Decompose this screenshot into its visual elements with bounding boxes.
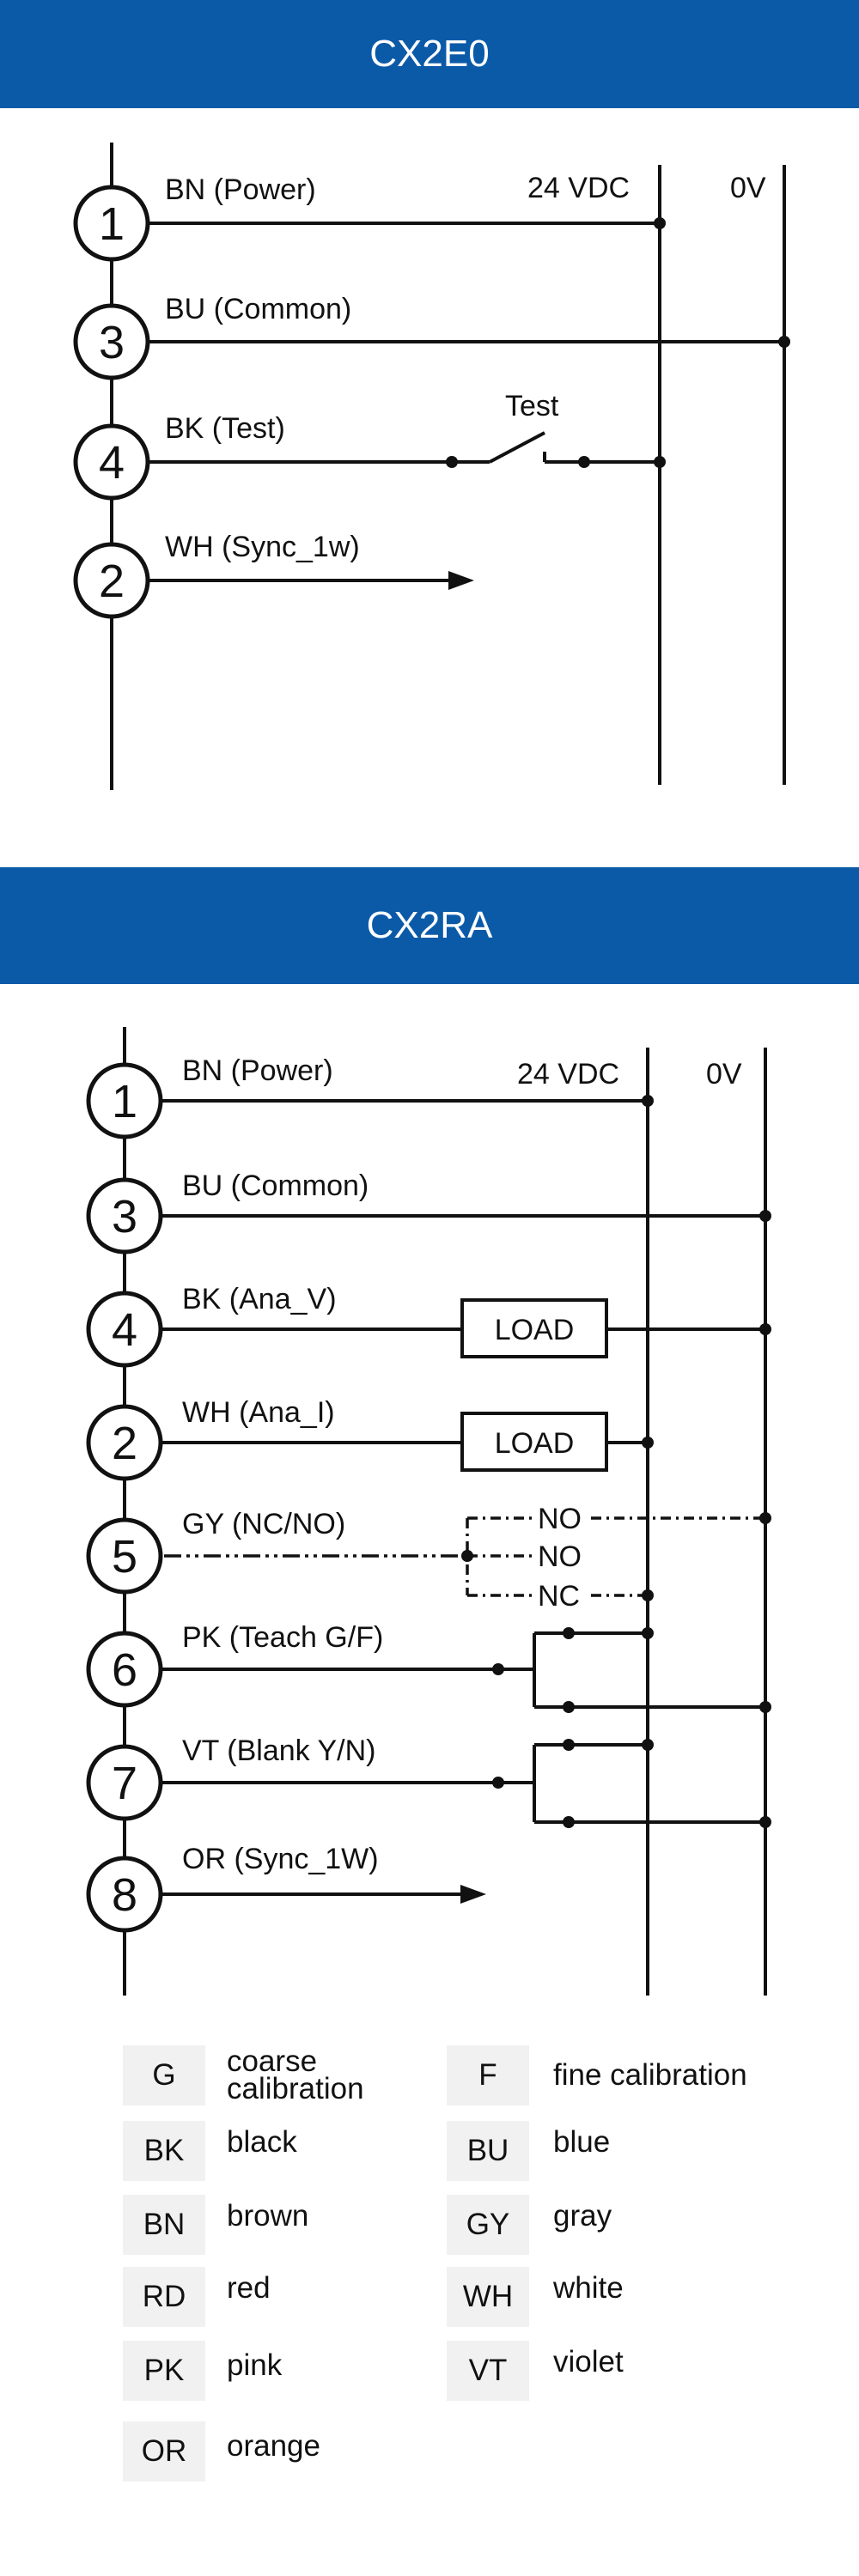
pin-3: 3 [86,1177,163,1255]
pin-6: 6 [86,1631,163,1708]
junction-dot [759,1512,771,1524]
legend-code: PK [123,2341,205,2401]
section-title-text: CX2E0 [369,33,490,75]
junction-dot [642,1589,654,1601]
section-title-cx2ra: CX2RA [0,867,859,984]
pin-label-power: BN (Power) [182,1054,333,1087]
pin-number: 2 [112,1418,137,1469]
legend-code: BK [123,2121,205,2181]
pin-label-sync: WH (Sync_1w) [165,531,360,563]
pin-label-power: BN (Power) [165,173,316,206]
legend-desc: red [227,2271,271,2305]
junction-dot [642,1095,654,1107]
legend-desc: blue [553,2125,611,2159]
legend-desc: coarse calibration [227,2044,364,2105]
load-box [460,1298,608,1358]
legend-code: GY [447,2195,529,2255]
junction-dot [654,217,666,229]
rail-24vdc-label: 24 VDC [527,172,630,204]
pin-number: 4 [99,437,125,489]
junction-dot [563,1816,575,1828]
load-box [460,1412,608,1472]
pin-label-common: BU (Common) [165,293,351,325]
switch-lever [489,431,545,464]
section-title-text: CX2RA [366,904,493,946]
pin-number: 2 [99,556,125,607]
rail-0v-label: 0V [730,172,766,204]
pin-1: 1 [86,1062,163,1139]
rail-0v-label: 0V [706,1058,742,1091]
pin-number: 6 [112,1644,137,1696]
legend-code: F [447,2045,529,2105]
pin-5: 5 [86,1517,163,1595]
junction-dot [563,1701,575,1713]
junction-dot [642,1627,654,1639]
pin-number: 1 [112,1076,137,1127]
pin-number: 5 [112,1531,137,1583]
junction-dot [778,336,790,348]
legend-desc: gray [553,2199,612,2233]
pin-2: 2 [73,542,150,619]
rail-24vdc-label: 24 VDC [517,1058,619,1091]
legend-code: BN [123,2195,205,2255]
switch-contact-dot [578,456,590,468]
pin-number: 8 [112,1869,137,1921]
pin-number: 1 [99,198,125,250]
pin-label-ana-i: WH (Ana_I) [182,1396,335,1429]
pin-1: 1 [73,185,150,262]
pin-label-ana-v: BK (Ana_V) [182,1283,337,1315]
pin-number: 3 [112,1191,137,1242]
junction-dot [642,1739,654,1751]
wiring-diagram-cx2ra: 24 VDC 0V BN (Power) 1 BU (Common) 3 LOA… [86,1027,771,1996]
option-label-no: NO [538,1503,582,1535]
legend-code: VT [447,2341,529,2401]
section-title-cx2e0: CX2E0 [0,0,859,108]
junction-dot [654,456,666,468]
legend-code: BU [447,2121,529,2181]
junction-dot [759,1210,771,1222]
legend-desc: orange [227,2429,320,2463]
pin-number: 7 [112,1758,137,1809]
pin-2: 2 [86,1404,163,1481]
pin-label-common: BU (Common) [182,1170,369,1202]
legend-desc: brown [227,2199,309,2233]
legend-code: RD [123,2267,205,2327]
pin-number: 4 [112,1304,137,1356]
legend-desc: fine calibration [553,2058,747,2092]
legend-desc: pink [227,2348,283,2382]
pin-number: 3 [99,317,125,368]
output-arrow-icon [460,1885,486,1904]
pin-label-blank: VT (Blank Y/N) [182,1735,375,1767]
legend-desc: violet [553,2345,624,2379]
pin-3: 3 [73,303,150,380]
wiring-diagram-cx2e0: 24 VDC 0V BN (Power) 1 BU (Common) 3 Tes… [73,143,790,790]
color-code-legend: G coarse calibration F fine calibration … [0,2018,859,2533]
legend-desc: black [227,2125,297,2159]
legend-code: OR [123,2421,205,2482]
option-label-no: NO [538,1540,582,1573]
pin-label-nc-no: GY (NC/NO) [182,1508,345,1540]
junction-dot [759,1323,771,1335]
output-arrow-icon [448,571,474,590]
pin-7: 7 [86,1744,163,1821]
junction-dot [563,1627,575,1639]
junction-dot [563,1739,575,1751]
legend-code: G [123,2045,205,2105]
legend-desc: white [553,2271,624,2305]
pin-label-teach: PK (Teach G/F) [182,1621,383,1654]
pin-label-sync: OR (Sync_1W) [182,1843,379,1875]
pin-4: 4 [86,1291,163,1368]
pin-label-test: BK (Test) [165,412,285,445]
switch-label-test: Test [505,390,559,422]
pin-4: 4 [73,423,150,501]
load-label: LOAD [495,1314,575,1346]
pin-8: 8 [86,1856,163,1933]
junction-dot [642,1437,654,1449]
junction-dot [759,1701,771,1713]
legend-code: WH [447,2267,529,2327]
option-label-nc: NC [538,1580,580,1613]
junction-dot [759,1816,771,1828]
load-label: LOAD [495,1427,575,1460]
